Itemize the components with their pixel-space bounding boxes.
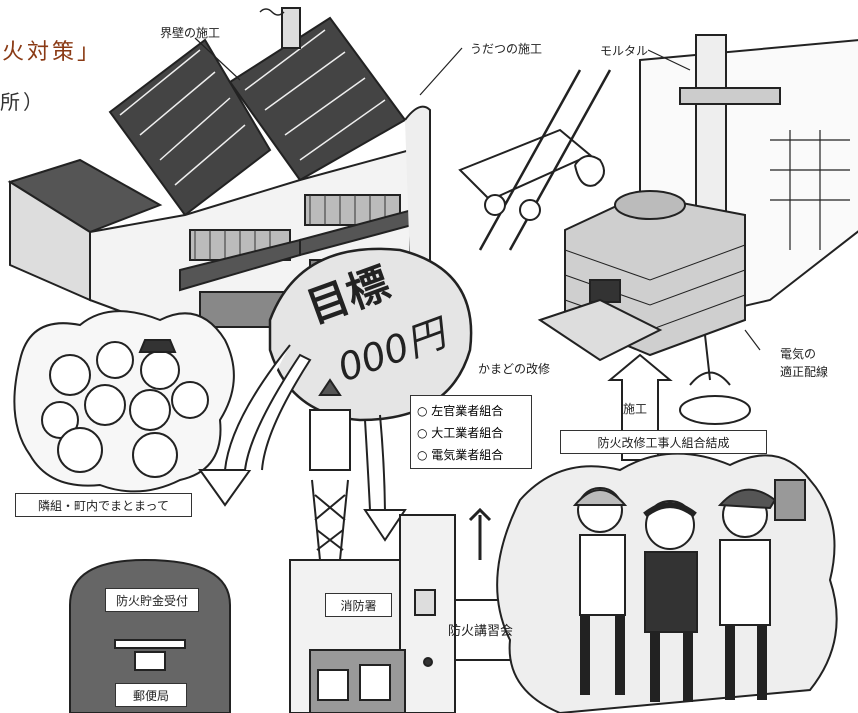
leader-lines [194, 37, 761, 351]
post-office-label: 郵便局 [115, 683, 187, 707]
fire-station [289, 378, 456, 713]
title-line-2: 所） [0, 90, 46, 114]
kamado-label: かまどの改修 [478, 362, 551, 376]
union-item: ○ 大工業者組合 [417, 426, 504, 440]
electric-label: 電気の 適正配線 [780, 347, 829, 379]
savings-label: 防火貯金受付 [105, 588, 199, 612]
workers-cloud [496, 452, 838, 713]
fire-station-label: 消防署 [325, 593, 392, 617]
union-item: ○ 左官業者組合 [417, 404, 504, 418]
union-item: ○ 電気業者組合 [417, 448, 504, 462]
neighborhood-cloud [13, 310, 235, 493]
mortar-label: モルタル [600, 44, 649, 58]
lecture-label: 防火講習会 [448, 624, 514, 639]
association-label: 防火改修工事人組合結成 [560, 430, 767, 454]
udatsu-label: うだつの施工 [470, 42, 543, 56]
udatsu-diagram [458, 69, 612, 251]
unions-box: ○ 左官業者組合 ○ 大工業者組合 ○ 電気業者組合 [410, 395, 532, 469]
wall-label: 界壁の施工 [160, 26, 221, 40]
row-houses [7, 7, 431, 337]
construction-label: 施工 [623, 402, 648, 416]
neighborhood-label: 隣組・町内でまとまって [15, 493, 192, 517]
title-line-1: 火対策」 [2, 40, 103, 65]
kamado-diagram [537, 34, 858, 425]
